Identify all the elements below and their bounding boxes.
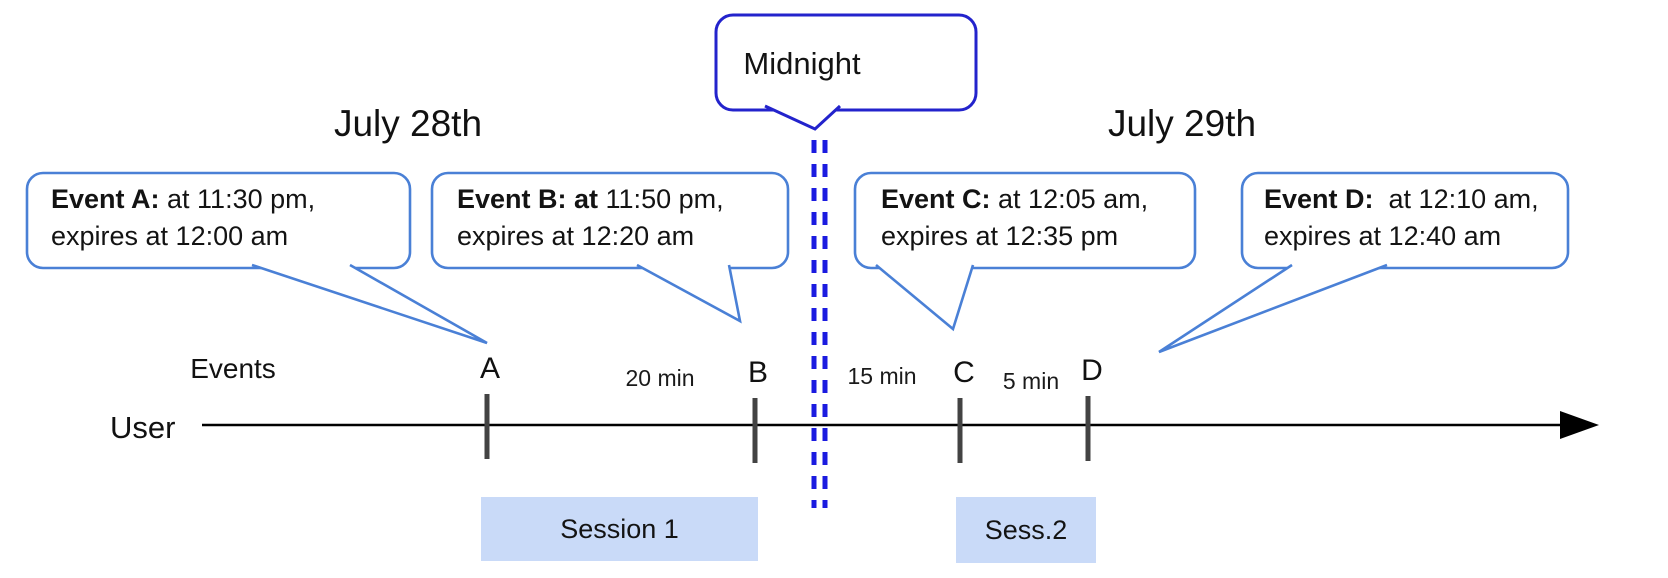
tick-label-c: C [953,356,975,389]
event-d-callout-text: Event D: at 12:10 am, expires at 12:40 a… [1264,181,1539,255]
tick-label-d: D [1081,354,1103,387]
event-b-line1: Event B: at 11:50 pm, [457,184,724,214]
event-a-callout-box [25,171,412,270]
event-b-callout-tail [636,263,742,324]
events-axis-label: Events [190,353,276,384]
event-b-callout-box [430,171,790,270]
event-a-line1: Event A: at 11:30 pm, [51,184,316,214]
event-c-callout-text: Event C: at 12:05 am, expires at 12:35 p… [881,181,1148,255]
tick-label-a: A [479,352,501,385]
midnight-callout-box [714,13,978,112]
tick-label-b: B [747,356,769,389]
session-2-label: Sess.2 [984,514,1068,545]
date-title-july-28: July 28th [333,103,483,144]
event-b-callout-text: Event B: at 11:50 pm, expires at 12:20 a… [457,181,724,255]
date-title-july-29: July 29th [1107,103,1257,144]
event-c-line1: Event C: at 12:05 am, [881,184,1149,214]
session-1-label: Session 1 [560,513,679,544]
event-a-callout-text: Event A: at 11:30 pm, expires at 12:00 a… [51,181,315,255]
event-d-line1: Event D: at 12:10 am, [1264,184,1539,214]
event-a-callout-tail [251,263,488,345]
interval-label-5min: 5 min [1002,368,1060,394]
event-d-callout-box [1240,171,1570,270]
user-row-label: User [110,410,176,445]
event-c-callout-tail [875,264,975,332]
event-a-line2: expires at 12:00 am [51,221,289,251]
event-c-line2: expires at 12:35 pm [881,221,1119,251]
event-b-line2: expires at 12:20 am [457,221,695,251]
session-1-box: Session 1 [481,497,758,561]
midnight-label: Midnight [743,46,861,81]
interval-label-20min: 20 min [625,365,695,391]
event-c-callout-box [853,171,1197,270]
interval-label-15min: 15 min [847,363,917,389]
midnight-callout-tail [764,104,842,131]
session-2-box: Sess.2 [956,497,1096,563]
event-d-callout-tail [1158,263,1388,354]
timeline-arrowhead-icon [1560,411,1599,439]
event-d-line2: expires at 12:40 am [1264,221,1502,251]
